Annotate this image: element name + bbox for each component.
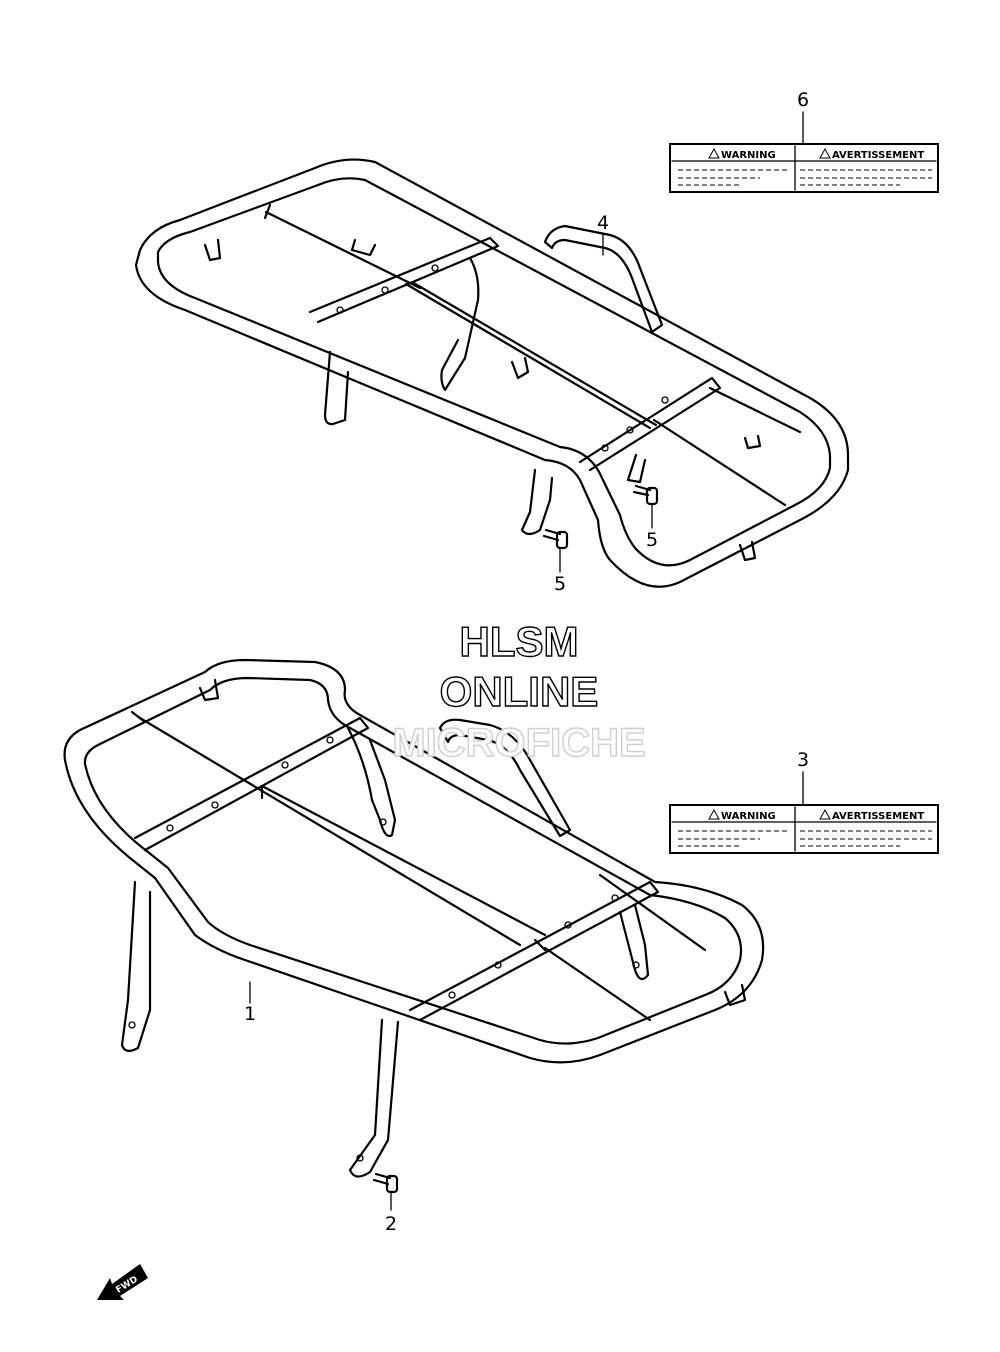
callout-1: 1 xyxy=(244,1003,256,1025)
watermark-line1: HLSM xyxy=(460,618,579,665)
callout-4: 4 xyxy=(597,212,609,234)
warning-text: WARNING xyxy=(721,150,776,161)
callout-6: 6 xyxy=(797,89,809,111)
warning-triangle-icon xyxy=(708,147,720,159)
watermark-line3: MICROFICHE xyxy=(392,721,645,765)
watermark-line2: ONLINE xyxy=(440,668,599,715)
warning-triangle-icon xyxy=(819,147,831,159)
callout-3: 3 xyxy=(797,749,809,771)
fwd-arrow-icon: FWD xyxy=(97,1264,148,1300)
warning-label-top: WARNING AVERTISSEMENT xyxy=(669,143,939,193)
front-carrier-rack xyxy=(63,658,765,1178)
callout-5: 5 xyxy=(646,529,658,551)
warning-triangle-icon xyxy=(819,808,831,820)
callout-5b: 5 xyxy=(554,573,566,595)
warning-triangle-icon xyxy=(708,808,720,820)
warning-label-bottom: WARNING AVERTISSEMENT xyxy=(669,804,939,854)
bolt-icon xyxy=(632,484,659,506)
avertissement-text: AVERTISSEMENT xyxy=(832,811,924,822)
avertissement-text: AVERTISSEMENT xyxy=(832,150,924,161)
bolt-icon xyxy=(372,1172,399,1194)
callout-2: 2 xyxy=(385,1213,397,1235)
rear-carrier-rack xyxy=(134,158,850,588)
warning-text: WARNING xyxy=(721,811,776,822)
bolt-icon xyxy=(542,528,569,550)
